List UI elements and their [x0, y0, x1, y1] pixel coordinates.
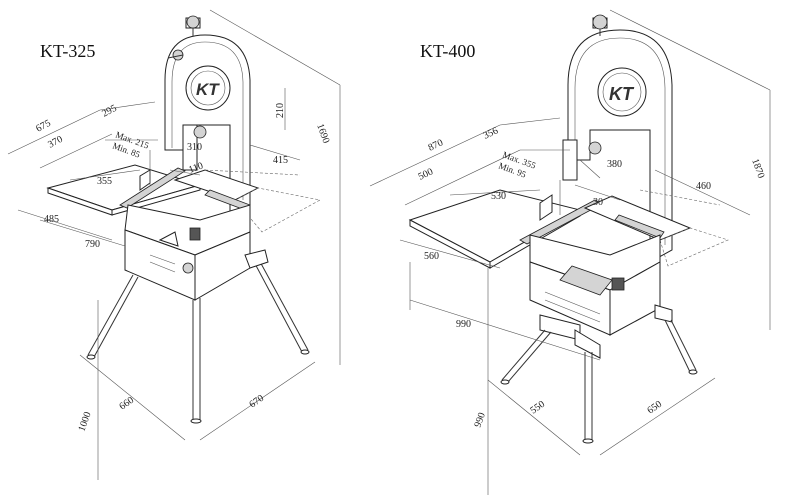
kt325-dim-1000: 1000 [76, 410, 93, 433]
kt400-dim-1870: 1870 [749, 157, 766, 180]
kt400-dim-500: 500 [417, 166, 435, 182]
kt400-tension-knob-icon [592, 14, 608, 30]
kt325-dim-670: 670 [247, 393, 266, 411]
kt400-dim-990-width: 990 [456, 319, 471, 330]
kt400-dim-870: 870 [427, 137, 445, 153]
kt400-dim-550: 550 [528, 399, 547, 417]
kt325-logo-text: KT [196, 80, 220, 99]
kt325-dim-355: 355 [97, 176, 112, 187]
kt400-dim-30: 30 [593, 197, 603, 208]
kt400-logo-emblem [597, 67, 647, 117]
kt400-dim-990-height: 990 [472, 411, 487, 429]
kt400-dim-356: 356 [482, 125, 500, 141]
kt325-cabinet [124, 204, 251, 301]
kt400-title: KT-400 [420, 41, 475, 61]
kt400-dim-380: 380 [607, 159, 622, 170]
kt400-dim-460: 460 [696, 181, 711, 192]
kt400-wheel-housing: KT [562, 14, 673, 263]
kt325-stand [86, 249, 310, 424]
kt325-dim-310: 310 [187, 142, 202, 153]
kt325-dim-485: 485 [44, 214, 59, 225]
kt325-logo-emblem [185, 65, 231, 111]
kt400-guide-knob-icon [588, 141, 602, 155]
kt325-dim-1690: 1690 [314, 122, 331, 145]
kt325-dim-675: 675 [34, 118, 52, 135]
kt400-cabinet [529, 234, 661, 336]
kt325-dim-110: 110 [187, 160, 205, 175]
kt325-drawing: KT-325 KT [7, 9, 341, 480]
kt325-tension-knob-icon [186, 15, 200, 29]
kt325-dim-210: 210 [275, 103, 286, 118]
kt325-wheel-housing: KT [164, 15, 251, 216]
kt325-dim-790: 790 [85, 239, 100, 250]
kt325-dim-660: 660 [117, 395, 136, 413]
kt400-dim-530: 530 [491, 191, 506, 202]
kt400-drawing: KT-400 KT [369, 9, 771, 495]
kt325-dim-295: 295 [100, 103, 118, 120]
kt400-dim-560: 560 [424, 251, 439, 262]
kt325-warning-label-icon [158, 231, 179, 247]
kt325-dimension-lines [7, 9, 341, 480]
kt325-dim-415: 415 [273, 155, 288, 166]
kt400-logo-text: KT [609, 84, 635, 104]
kt400-dimension-lines [369, 9, 771, 495]
kt325-title: KT-325 [40, 41, 95, 61]
kt400-stand [500, 304, 698, 444]
kt325-motor-knob-icon [182, 262, 194, 274]
kt325-dim-370: 370 [46, 134, 64, 151]
